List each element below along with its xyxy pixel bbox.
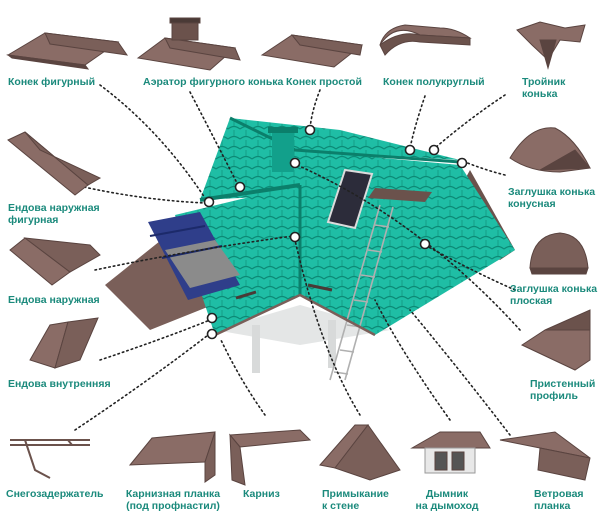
marker-zaglushka-plosk [419, 238, 431, 250]
roof-snow-guard-1 [235, 290, 257, 300]
label-konek-figurny: Конек фигурный [8, 76, 96, 88]
label-konek-polukrugly: Конек полукруглый [383, 76, 485, 88]
leader-konek-figurny [99, 84, 206, 199]
label-troynik: Тройник конька [522, 76, 566, 100]
leader-lines [74, 84, 521, 436]
leader-konek-polukrugly [409, 95, 426, 149]
label-pristenny: Пристенный профиль [530, 378, 596, 402]
label-zaglushka-konus: Заглушка конька конусная [508, 186, 596, 210]
label-konek-prostoy: Конек простой [286, 76, 362, 88]
leader-zaglushka-konus [464, 161, 506, 176]
part-konek-polukrugly [379, 24, 472, 56]
roof-plane-back [200, 118, 300, 200]
cross-ridge [199, 183, 301, 202]
balcony-rail-1 [149, 225, 206, 237]
part-primykanie [319, 424, 401, 481]
roof-plane-right [295, 150, 515, 335]
leader-vetrovaya [409, 309, 511, 436]
ridge-line [229, 116, 461, 164]
label-zaglushka-plosk: Заглушка конька плоская [510, 283, 598, 307]
label-primykanie: Примыкание к стене [322, 488, 389, 512]
balcony-floor [165, 240, 240, 288]
house-illustration [105, 116, 515, 381]
label-dymnik: Дымник на дымоход [415, 488, 479, 512]
support-post-right [328, 320, 336, 368]
label-snegozaderzhatel: Снегозадержатель [6, 488, 104, 500]
part-zaglushka-plosk [529, 232, 589, 275]
label-aerator: Аэратор фигурного конька [143, 76, 284, 88]
marker-pristenny [289, 157, 301, 169]
part-endova-nar [9, 237, 101, 286]
marker-aerator [234, 181, 246, 193]
marker-konek-polukrugly [404, 144, 416, 156]
chimney-cap [268, 127, 298, 133]
parts [6, 17, 592, 486]
marker-snegozaderzhatel [206, 328, 218, 340]
label-karniz: Карниз [243, 488, 280, 500]
marker-zaglushka-konus [456, 157, 468, 169]
leader-markers [203, 124, 468, 340]
skylight-window [326, 168, 374, 230]
leader-primykanie [294, 239, 361, 416]
part-karniznaya [128, 431, 216, 483]
leader-konek-prostoy [309, 89, 321, 129]
roof-ladder [329, 204, 394, 381]
part-endova-vnutr [29, 317, 99, 369]
label-endova-nar: Ендова наружная [8, 294, 100, 306]
part-vetrovaya [499, 431, 591, 481]
label-vetrovaya: Ветровая планка [534, 488, 584, 512]
part-konek-figurny [6, 32, 129, 70]
label-karniznaya: Карнизная планка (под профнастил) [125, 488, 221, 512]
part-pristenny [520, 309, 591, 371]
marker-troynik [428, 144, 440, 156]
leader-zaglushka-plosk [424, 244, 516, 291]
leader-aerator [189, 91, 239, 186]
eave-trim [214, 293, 376, 337]
support-post-left [252, 325, 260, 373]
marker-konek-figurny [203, 196, 215, 208]
part-troynik [516, 21, 586, 70]
part-aerator [136, 17, 241, 71]
roof-snow-guard-2 [307, 283, 333, 292]
marker-konek-prostoy [304, 124, 316, 136]
window-canopy [368, 188, 432, 202]
marker-endova-nar [289, 231, 301, 243]
label-endova-vnutr: Ендова внутренняя [8, 378, 111, 390]
marker-endova-vnutr [206, 312, 218, 324]
part-karniz [228, 429, 312, 486]
part-snegozaderzhatel [10, 439, 90, 479]
part-zaglushka-konus [509, 127, 592, 173]
label-endova-nar-fig: Ендова наружная фигурная [8, 202, 100, 226]
part-dymnik [410, 431, 491, 474]
part-endova-nar-fig [7, 131, 102, 196]
leader-troynik [434, 94, 506, 149]
leader-snegozaderzhatel [74, 331, 213, 431]
leader-endova-nar-fig [74, 184, 206, 204]
leader-pristenny [296, 164, 521, 331]
leader-endova-vnutr [99, 319, 211, 361]
part-konek-prostoy [260, 34, 364, 68]
leader-endova-nar [94, 235, 294, 271]
roof-plane-left [175, 185, 300, 335]
chimney [272, 130, 294, 172]
leader-karniz [219, 337, 266, 416]
leader-dymnik [374, 299, 451, 421]
